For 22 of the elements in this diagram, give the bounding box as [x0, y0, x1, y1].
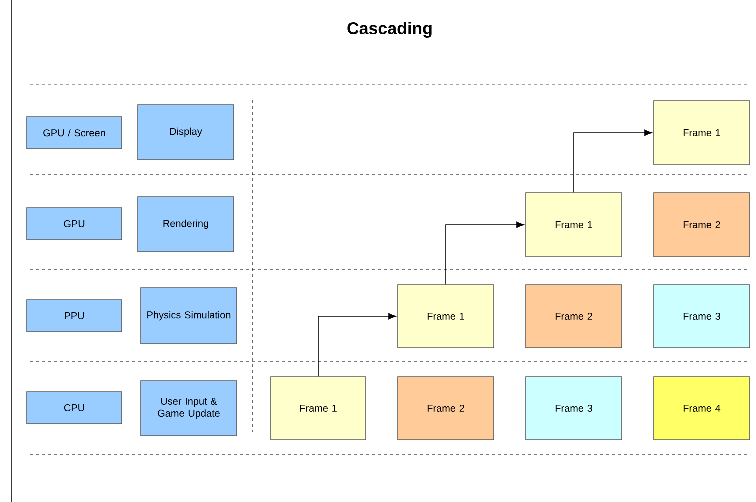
- frame-box: Frame 1: [270, 376, 366, 440]
- frame-box: Frame 1: [398, 284, 494, 348]
- frame-box: Frame 2: [654, 192, 750, 258]
- frame-box: Frame 2: [398, 376, 494, 440]
- unit-box: GPU / Screen: [26, 116, 122, 150]
- unit-box: CPU: [26, 392, 122, 424]
- stage-box: Physics Simulation: [140, 288, 238, 344]
- frame-box: Frame 1: [526, 192, 622, 258]
- unit-box: GPU: [26, 208, 122, 240]
- arrow: [318, 313, 396, 377]
- frame-box: Frame 2: [526, 284, 622, 348]
- title: Cascading: [348, 22, 432, 38]
- frame-box: Frame 3: [526, 376, 622, 440]
- frame-box: Frame 1: [654, 100, 750, 166]
- stage-box: Display: [138, 104, 234, 160]
- frame-box: Frame 4: [654, 376, 750, 440]
- arrow: [446, 222, 524, 285]
- unit-box: PPU: [26, 300, 122, 332]
- stage-box: User Input & Game Update: [140, 380, 238, 436]
- arrow: [574, 130, 652, 193]
- frame-box: Frame 3: [654, 284, 750, 348]
- stage-box: Rendering: [138, 196, 234, 252]
